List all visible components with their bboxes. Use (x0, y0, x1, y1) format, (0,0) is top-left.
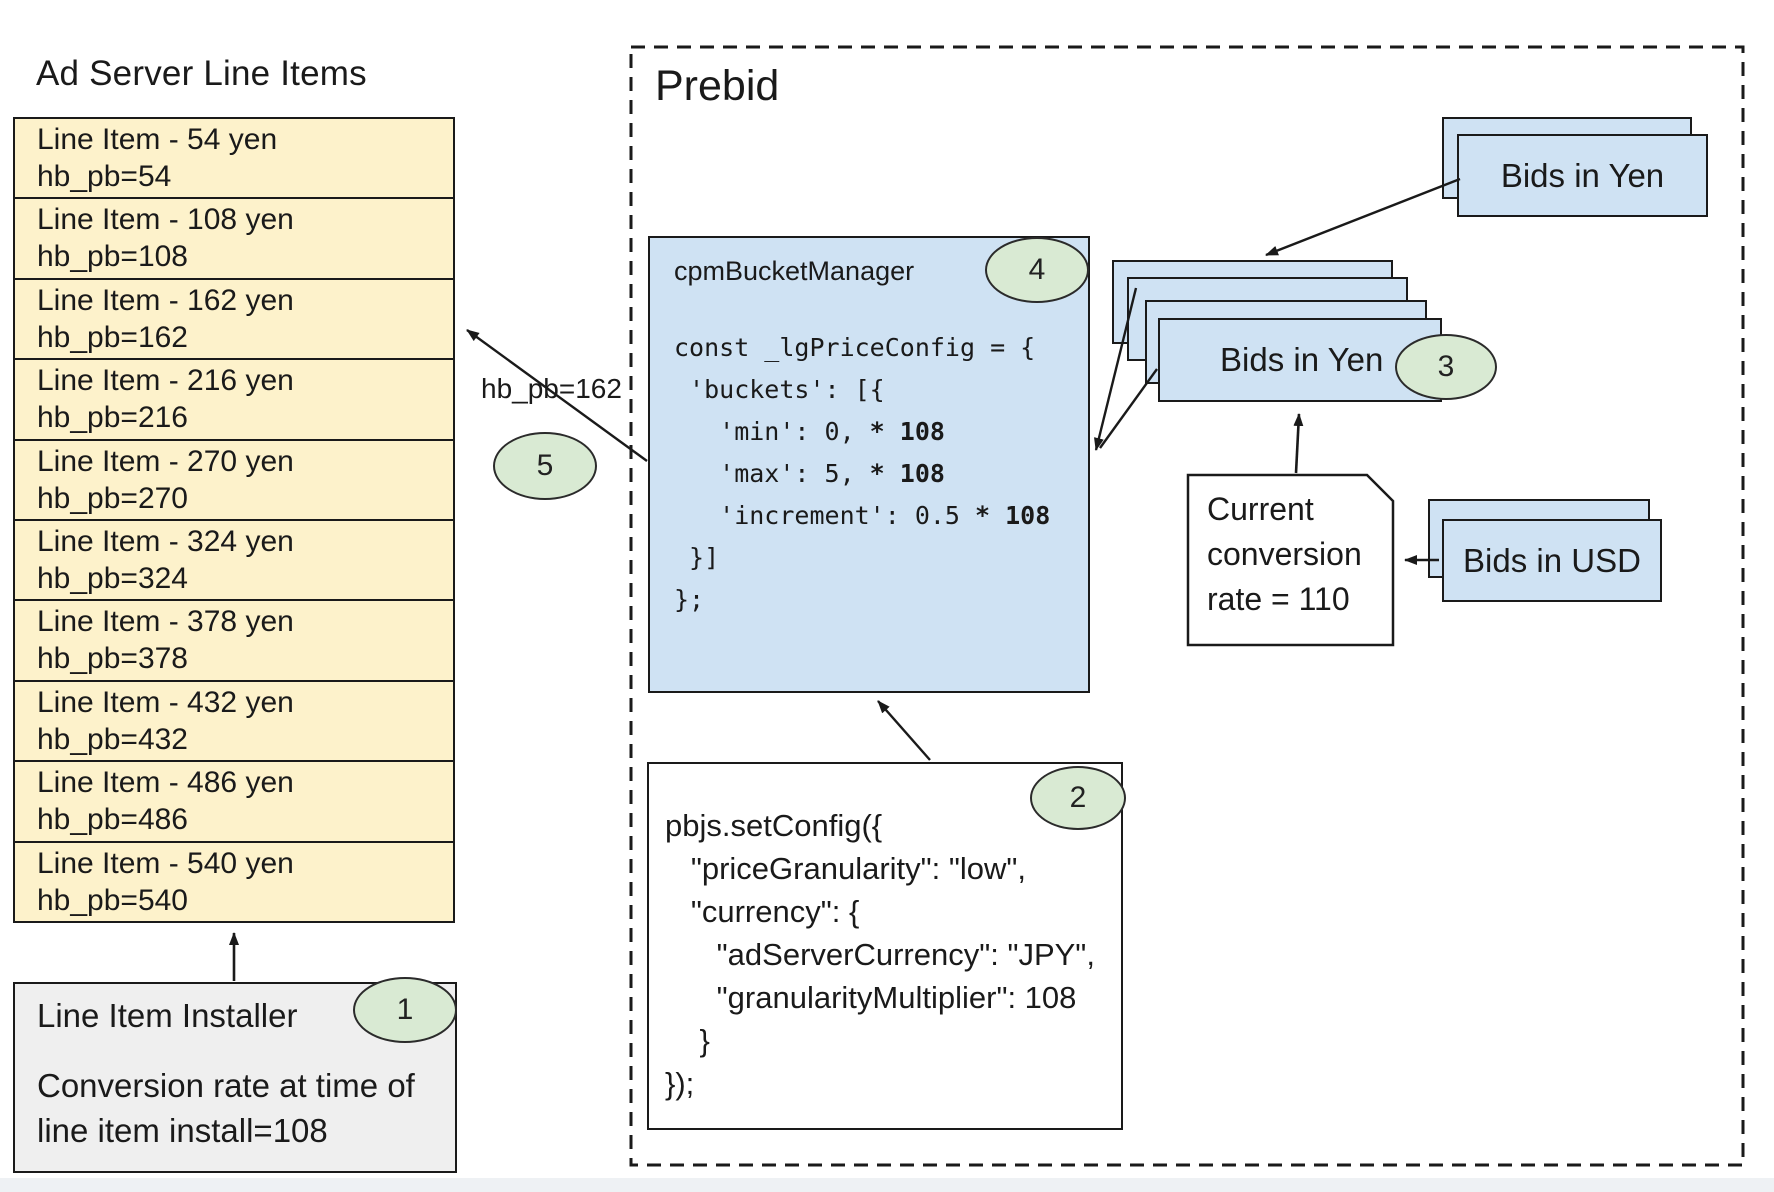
line-item-label: Line Item - 540 yen (37, 846, 294, 880)
step-badge-1: 1 (353, 977, 457, 1043)
line-item-label: Line Item - 270 yen (37, 444, 294, 478)
set-config-code-line: "adServerCurrency": "JPY", (665, 937, 1095, 972)
hb-pb-annotation: hb_pb=162 (481, 373, 622, 404)
line-item-row: Line Item - 324 yen hb_pb=324 (15, 521, 453, 602)
line-items-table: Line Item - 54 yen hb_pb=54 Line Item - … (13, 117, 455, 923)
line-item-row: Line Item - 540 yen hb_pb=540 (15, 843, 453, 921)
code-line: 'min': 0, * 108 (674, 417, 945, 446)
conversion-rate-note: Current conversion rate = 110 (1207, 491, 1362, 617)
step-badge-4: 4 (985, 237, 1089, 303)
prebid-title: Prebid (655, 62, 780, 110)
step-badge-3: 3 (1395, 334, 1497, 400)
line-item-label: Line Item - 216 yen (37, 364, 294, 398)
cpm-bucket-manager-code: const _lgPriceConfig = { 'buckets': [{ '… (674, 327, 1088, 621)
installer-title: Line Item Installer (37, 997, 298, 1034)
line-item-row: Line Item - 432 yen hb_pb=432 (15, 682, 453, 763)
line-item-row: Line Item - 270 yen hb_pb=270 (15, 441, 453, 522)
footer-strip (0, 1178, 1774, 1192)
code-line: 'max': 5, * 108 (674, 459, 945, 488)
line-item-hbpb: hb_pb=54 (37, 160, 172, 193)
code-line: 'increment': 0.5 * 108 (674, 501, 1051, 530)
line-item-installer-box: Line Item Installer Conversion rate at t… (13, 982, 457, 1173)
line-item-row: Line Item - 378 yen hb_pb=378 (15, 601, 453, 682)
line-item-hbpb: hb_pb=162 (37, 320, 188, 354)
line-item-hbpb: hb_pb=324 (37, 562, 188, 596)
line-item-label: Line Item - 486 yen (37, 766, 294, 800)
line-item-label: Line Item - 432 yen (37, 685, 294, 719)
usd-stack-front-card: Bids in USD (1442, 519, 1662, 602)
code-line: 'buckets': [{ (674, 375, 885, 404)
line-item-hbpb: hb_pb=216 (37, 401, 188, 435)
set-config-code-line: "currency": { (665, 894, 860, 929)
bids-in-usd-label: Bids in USD (1463, 541, 1641, 579)
line-item-row: Line Item - 54 yen hb_pb=54 (15, 119, 453, 200)
set-config-code-line: } (665, 1023, 710, 1058)
line-item-label: Line Item - 324 yen (37, 525, 294, 559)
line-item-row: Line Item - 162 yen hb_pb=162 (15, 280, 453, 361)
set-config-code-line: }); (665, 1066, 695, 1101)
line-item-label: Line Item - 108 yen (37, 203, 294, 237)
line-item-label: Line Item - 378 yen (37, 605, 294, 639)
line-item-row: Line Item - 216 yen hb_pb=216 (15, 360, 453, 441)
step-badge-5: 5 (493, 432, 597, 500)
line-item-hbpb: hb_pb=378 (37, 642, 188, 676)
yen-stack-front-card: Bids in Yen (1457, 134, 1708, 217)
installer-note: Conversion rate at time of line item ins… (37, 1067, 415, 1149)
code-line: }; (674, 585, 705, 614)
line-item-hbpb: hb_pb=432 (37, 722, 188, 756)
line-item-hbpb: hb_pb=486 (37, 803, 188, 837)
line-item-label: Line Item - 54 yen (37, 123, 278, 156)
code-line: }] (674, 543, 720, 572)
ad-server-title: Ad Server Line Items (36, 54, 367, 93)
step-badge-2: 2 (1030, 766, 1126, 830)
set-config-code-line: "priceGranularity": "low", (665, 851, 1027, 886)
line-item-hbpb: hb_pb=270 (37, 481, 188, 515)
line-item-hbpb: hb_pb=540 (37, 883, 188, 917)
line-item-label: Line Item - 162 yen (37, 283, 294, 317)
cpm-bucket-manager-box: cpmBucketManager const _lgPriceConfig = … (648, 236, 1090, 693)
code-line: const _lgPriceConfig = { (674, 333, 1036, 362)
set-config-code-line: "granularityMultiplier": 108 (665, 980, 1077, 1015)
line-item-row: Line Item - 486 yen hb_pb=486 (15, 762, 453, 843)
line-item-row: Line Item - 108 yen hb_pb=108 (15, 199, 453, 280)
bids-in-yen-top-label: Bids in Yen (1500, 156, 1665, 194)
line-item-hbpb: hb_pb=108 (37, 240, 188, 274)
